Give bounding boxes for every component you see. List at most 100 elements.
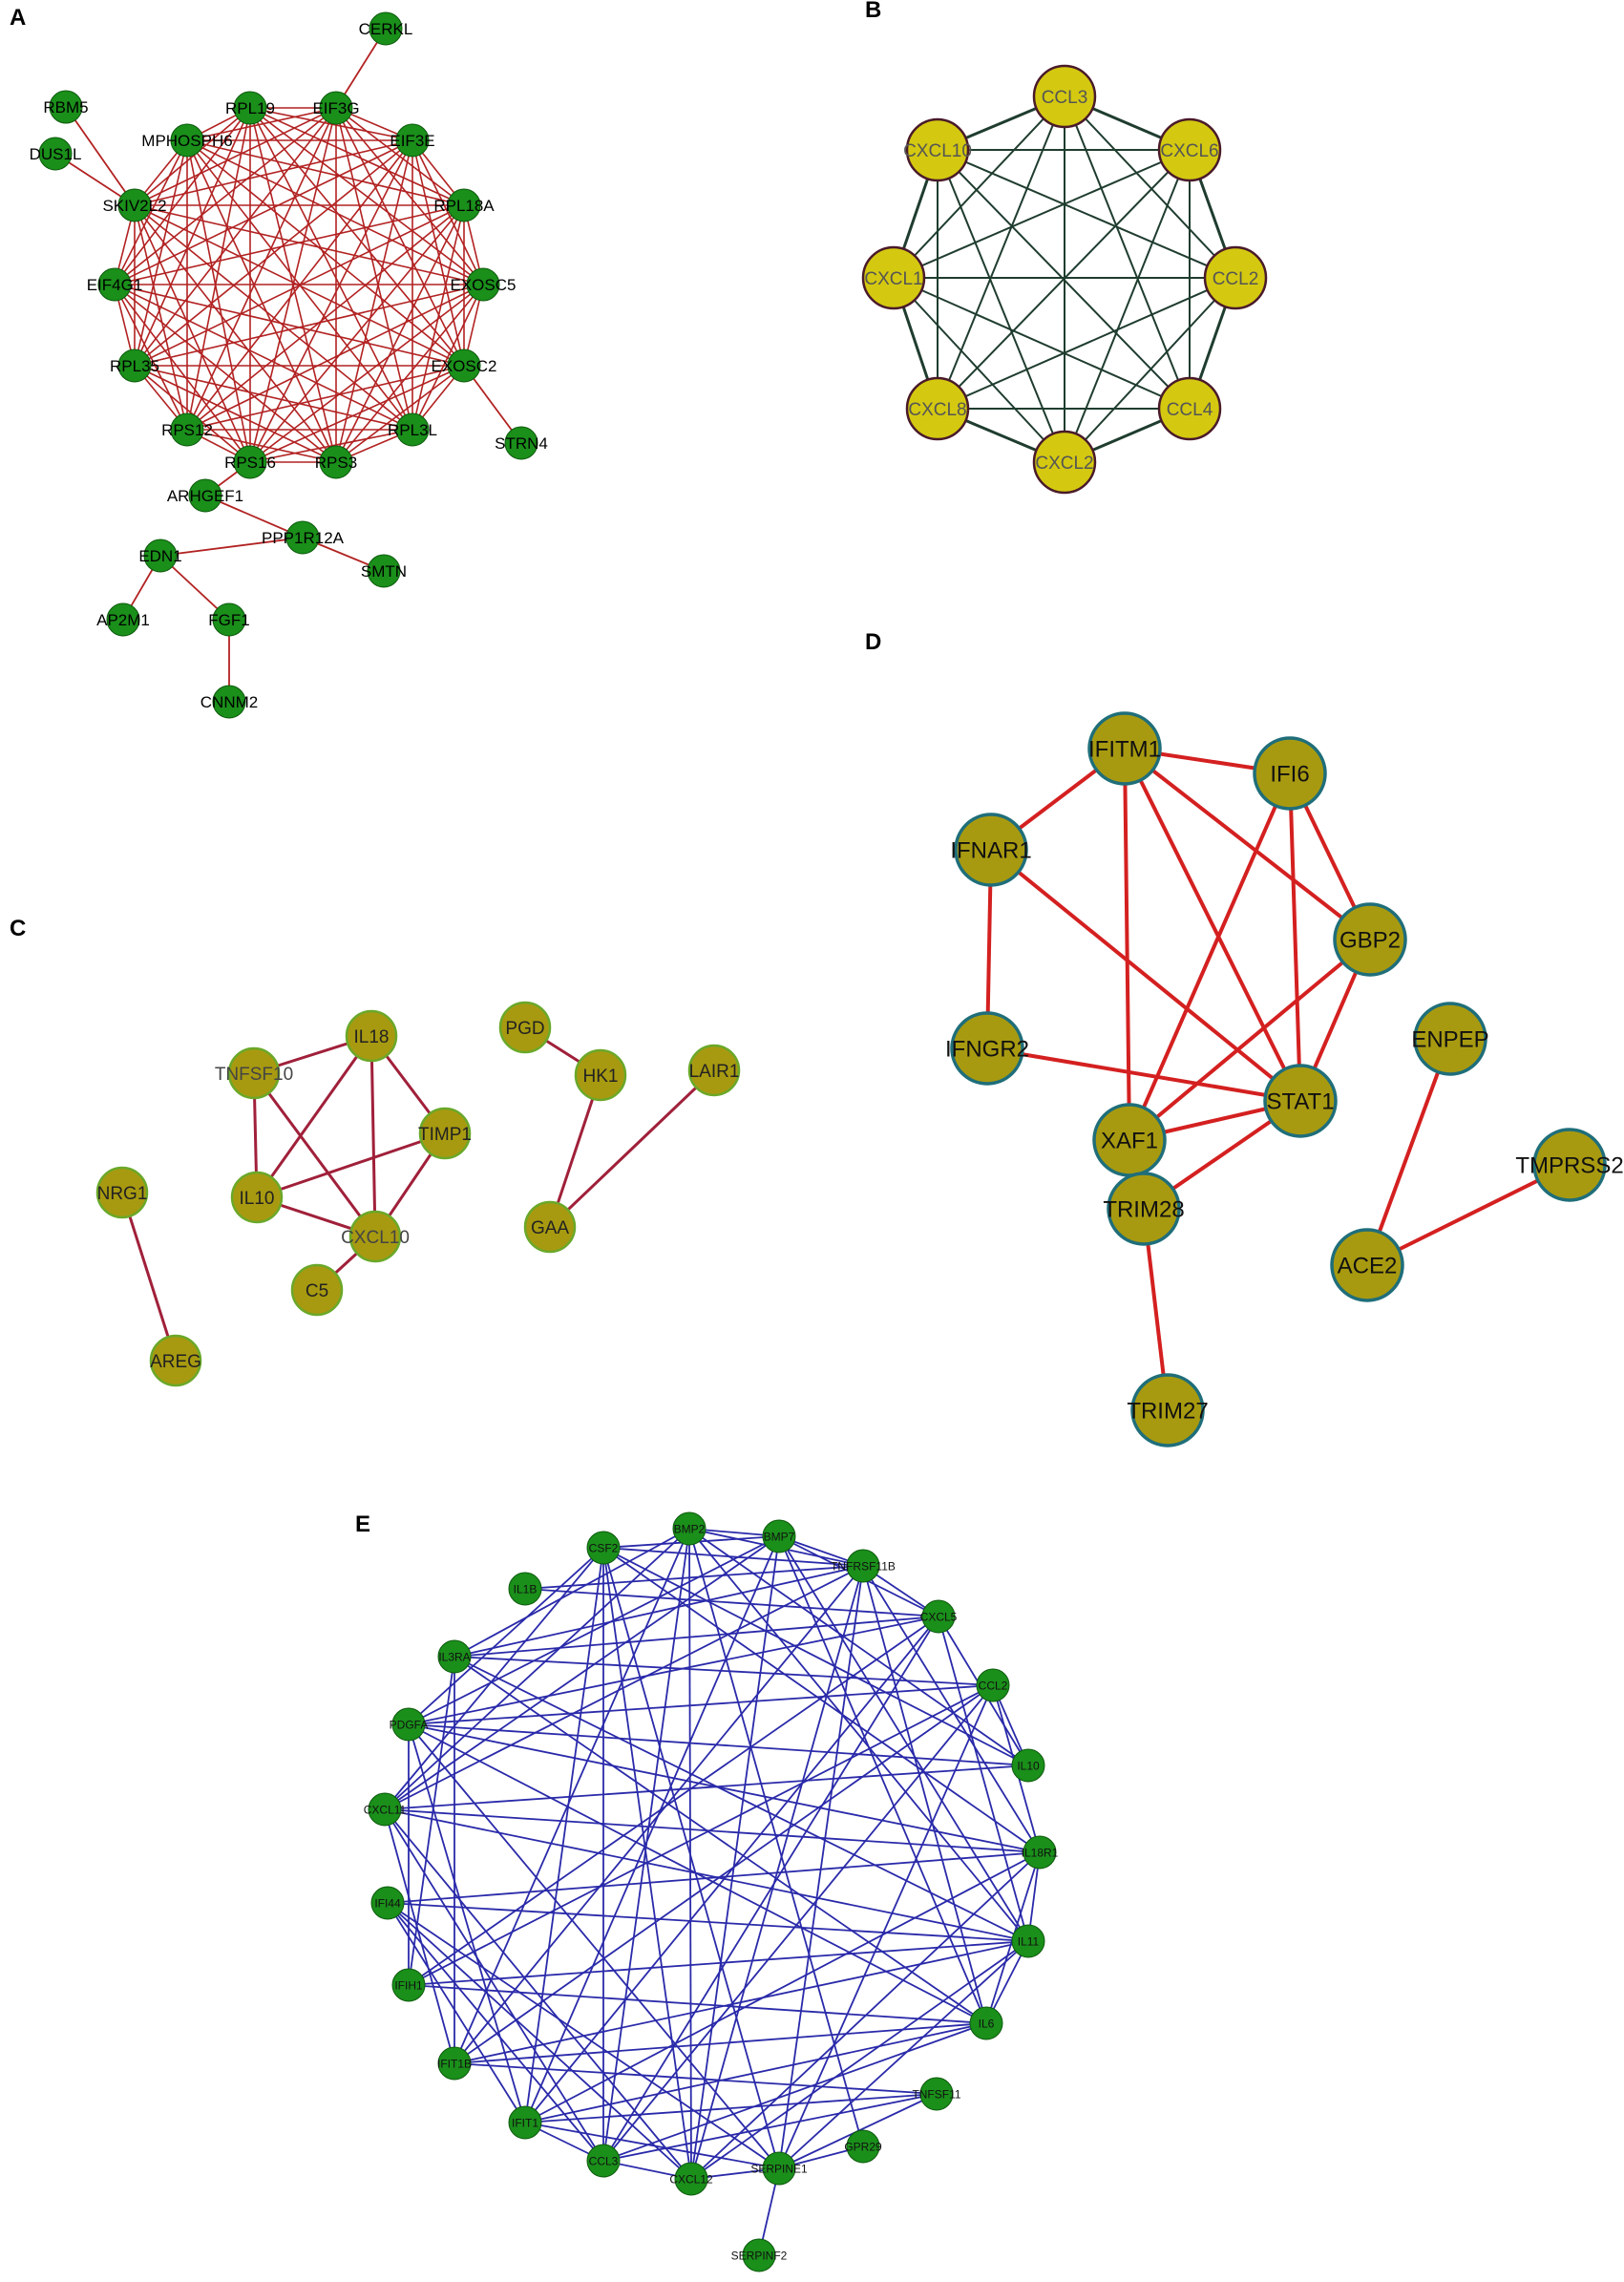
node-label-hk1: HK1 xyxy=(583,1067,619,1087)
node-e-cxcl12: CXCL12 xyxy=(669,2162,713,2196)
edge-b xyxy=(937,149,1191,410)
edge-e xyxy=(408,1723,1041,1853)
edge-a xyxy=(134,284,484,367)
edge-e xyxy=(408,1723,1029,1766)
edge-e xyxy=(384,1535,780,1810)
node-e-ccl3: CCL3 xyxy=(586,2144,621,2178)
edge-e xyxy=(384,1808,1029,1942)
node-e-cxcl5: CXCL5 xyxy=(920,1599,958,1634)
edge-a xyxy=(134,139,413,367)
node-label-bmp7: BMP7 xyxy=(764,1530,795,1543)
edge-a xyxy=(134,365,337,463)
edge-a xyxy=(134,204,337,463)
edge-a xyxy=(186,139,251,463)
node-a-exosc5: EXOSC5 xyxy=(451,267,516,302)
node-a-rpl18a: RPL18A xyxy=(433,188,495,222)
node-label-tnfsf10: TNFSF10 xyxy=(215,1065,293,1085)
edge-a xyxy=(335,107,484,285)
edge-e xyxy=(387,1902,692,2180)
edge-e xyxy=(524,1565,864,1590)
node-label-trim27: TRIM27 xyxy=(1127,1399,1208,1425)
node-b-ccl3: CCL3 xyxy=(1032,64,1097,129)
node-label-mphosph6: MPHOSPH6 xyxy=(141,132,232,150)
edge-a xyxy=(134,139,413,206)
node-a-strn4: STRN4 xyxy=(495,426,548,460)
node-label-ifit1b: IFIT1B xyxy=(437,2057,472,2070)
edge-e xyxy=(408,1535,780,1725)
edge-a xyxy=(114,284,337,463)
edge-a xyxy=(186,139,484,285)
edge-e xyxy=(408,1723,780,2169)
node-label-il11: IL11 xyxy=(1018,1934,1040,1948)
node-label-ccl3: CCL3 xyxy=(589,2154,619,2167)
edge-a xyxy=(114,284,251,463)
node-c-cxcl10: CXCL10 xyxy=(341,1210,410,1263)
edge-a xyxy=(114,284,188,431)
node-label-tmprss2: TMPRSS2 xyxy=(1515,1153,1623,1179)
node-label-il10: IL10 xyxy=(1017,1759,1040,1772)
node-e-il10: IL10 xyxy=(1011,1748,1045,1783)
edge-a xyxy=(65,106,136,206)
node-label-ap2m1: AP2M1 xyxy=(96,611,150,629)
edge-d xyxy=(1123,748,1302,1102)
edge-e xyxy=(778,1535,987,2024)
edge-a xyxy=(134,107,337,206)
node-label-eif3e: EIF3E xyxy=(390,132,434,150)
edge-a xyxy=(186,107,337,141)
edge-e xyxy=(688,1528,1029,1766)
node-e-il6: IL6 xyxy=(969,2006,1003,2040)
edge-d xyxy=(1123,748,1131,1141)
node-a-rps12: RPS12 xyxy=(161,412,213,447)
edge-e xyxy=(384,1808,604,2162)
edge-b xyxy=(937,149,1065,463)
node-e-il3ra: IL3RA xyxy=(437,1639,472,1674)
edge-a xyxy=(249,107,413,141)
panel-e-network: BMP2BMP7CSF2TNFRSF11BIL1BCXCL5IL3RACCL2P… xyxy=(355,1511,1059,2272)
edge-b xyxy=(893,149,1191,279)
edge-e xyxy=(387,1902,526,2124)
node-a-ppp1r12a: PPP1R12A xyxy=(262,520,345,555)
edge-a xyxy=(249,107,484,285)
edge-b xyxy=(1064,149,1191,463)
node-label-skiv2l2: SKIV2L2 xyxy=(102,197,166,215)
node-e-il1b: IL1B xyxy=(508,1572,542,1606)
edge-e xyxy=(778,1684,994,2169)
node-c-nrg1: NRG1 xyxy=(95,1166,149,1219)
node-d-ifi6: IFI6 xyxy=(1253,736,1327,811)
edge-a xyxy=(335,284,484,463)
edge-e xyxy=(408,1656,455,1986)
edge-e xyxy=(384,1547,604,1810)
edge-a xyxy=(134,139,188,367)
edge-a xyxy=(186,139,337,463)
edge-e xyxy=(602,1547,780,2169)
node-c-il10: IL10 xyxy=(230,1171,284,1224)
node-e-il18r1: IL18R1 xyxy=(1022,1835,1059,1870)
node-e-ifit1: IFIT1 xyxy=(508,2105,542,2140)
node-label-xaf1: XAF1 xyxy=(1101,1129,1158,1154)
edge-d xyxy=(1128,938,1372,1142)
edge-e xyxy=(602,2093,938,2162)
node-e-ifit1b: IFIT1B xyxy=(437,2046,472,2081)
edge-d xyxy=(1366,1163,1571,1267)
edge-e xyxy=(408,1684,994,1986)
edge-b xyxy=(893,277,1191,410)
node-d-gbp2: GBP2 xyxy=(1333,902,1407,977)
node-e-tnfrsf11b: TNFRSF11B xyxy=(831,1549,896,1583)
edge-a xyxy=(186,429,337,463)
node-label-rpl35: RPL35 xyxy=(110,357,159,375)
node-label-tnfsf11: TNFSF11 xyxy=(912,2087,960,2101)
edge-e xyxy=(524,2022,987,2124)
node-c-il18: IL18 xyxy=(345,1009,398,1063)
node-label-ifnar1: IFNAR1 xyxy=(950,838,1031,864)
node-label-rps12: RPS12 xyxy=(161,421,213,439)
node-b-cxcl1: CXCL1 xyxy=(861,245,926,310)
node-label-cxcl11: CXCL11 xyxy=(364,1803,407,1816)
edge-a xyxy=(249,429,413,463)
edge-d xyxy=(1288,772,1302,1102)
node-label-ifih1: IFIH1 xyxy=(394,1978,423,1992)
node-label-serpinf2: SERPINF2 xyxy=(731,2249,788,2262)
edge-e xyxy=(524,2122,780,2169)
edge-d xyxy=(1123,747,1372,941)
